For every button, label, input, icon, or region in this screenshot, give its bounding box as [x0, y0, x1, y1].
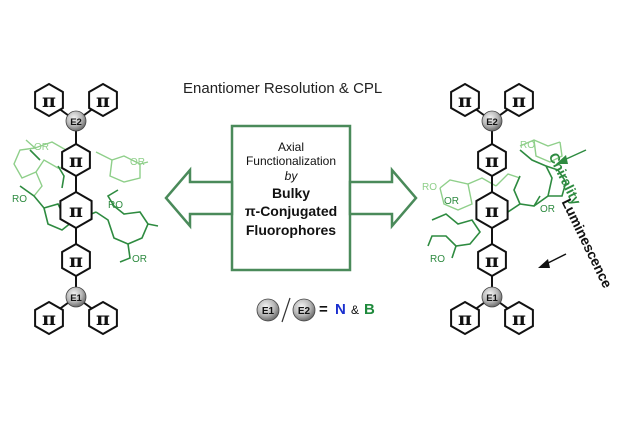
legend-e2-atom: [292, 298, 316, 322]
right-ro-2: RO: [422, 182, 437, 193]
right-pi-bottom-right: π: [504, 300, 534, 336]
right-pi-core: π: [475, 190, 509, 230]
pi-label: π: [485, 150, 499, 172]
right-pi-top-right: π: [504, 82, 534, 118]
legend-amp: &: [351, 303, 360, 317]
element-legend: E1 E2 = N & B: [256, 296, 396, 324]
pi-label: π: [512, 308, 526, 330]
legend-e1-atom: [256, 298, 280, 322]
pi-label: π: [512, 90, 526, 112]
left-pi-bottom-left: π: [34, 300, 64, 336]
left-pi-top-right: π: [88, 82, 118, 118]
left-e2-atom: E2: [65, 110, 87, 132]
right-pi-top-left: π: [450, 82, 480, 118]
left-or-1: OR: [34, 142, 49, 153]
left-ro-1: RO: [12, 194, 27, 205]
right-e1-atom: E1: [481, 286, 503, 308]
center-line-fluorophores: Fluorophores: [245, 222, 337, 238]
pi-label: π: [42, 90, 56, 112]
center-line-functionalization: Functionalization: [245, 154, 337, 168]
center-box-frame: [230, 124, 352, 272]
right-or-1: OR: [444, 196, 459, 207]
legend-b: B: [364, 301, 375, 318]
pi-label: π: [485, 250, 499, 272]
svg-text:E2: E2: [486, 117, 498, 128]
pi-label: π: [485, 200, 499, 222]
page-title: Enantiomer Resolution & CPL: [183, 80, 383, 97]
left-pi-top-left: π: [34, 82, 64, 118]
center-line-pi-conjugated: π-Conjugated: [244, 203, 338, 219]
luminescence-arrow: [545, 253, 567, 265]
pi-label: π: [96, 90, 110, 112]
right-pi-upper: π: [477, 142, 507, 178]
pi-label: π: [458, 308, 472, 330]
legend-atoms: E1 E2: [256, 297, 316, 323]
chirality-arrow: [563, 149, 587, 161]
right-pi-lower: π: [477, 242, 507, 278]
legend-n: N: [335, 301, 346, 318]
right-ro-1: RO: [520, 140, 535, 151]
left-pi-lower: π: [61, 242, 91, 278]
svg-text:E1: E1: [486, 293, 498, 304]
left-e1-atom: E1: [65, 286, 87, 308]
right-arrow: [348, 166, 418, 230]
center-line-bulky: Bulky: [271, 185, 311, 201]
chirality-arrowhead: [556, 155, 568, 164]
left-or-2: OR: [130, 157, 145, 168]
legend-e1-label: E1: [262, 306, 275, 317]
left-or-3: OR: [132, 254, 147, 265]
legend-slash: [281, 297, 291, 323]
pi-label: π: [69, 150, 83, 172]
pi-label: π: [42, 308, 56, 330]
svg-text:E2: E2: [70, 117, 82, 128]
pi-label: π: [69, 200, 83, 222]
right-pi-bottom-left: π: [450, 300, 480, 336]
pi-label: π: [69, 250, 83, 272]
pi-label: π: [458, 90, 472, 112]
left-arrow: [164, 166, 234, 230]
left-pi-upper: π: [61, 142, 91, 178]
left-ro-2: RO: [108, 200, 123, 211]
left-green-network: [13, 139, 149, 197]
legend-e2-label: E2: [298, 306, 311, 317]
center-line-by: by: [284, 169, 298, 183]
right-ro-3: RO: [430, 254, 445, 265]
pi-label: π: [96, 308, 110, 330]
right-dark-green-network: [427, 149, 567, 259]
center-line-axial: Axial: [277, 140, 304, 154]
right-e2-atom: E2: [481, 110, 503, 132]
left-pi-core: π: [59, 190, 93, 230]
legend-equals: =: [319, 301, 328, 318]
left-pi-bottom-right: π: [88, 300, 118, 336]
right-or-2: OR: [540, 204, 555, 215]
luminescence-arrowhead: [538, 259, 550, 268]
svg-text:E1: E1: [70, 293, 82, 304]
center-box-text: Axial Functionalization by Bulky π-Conju…: [232, 126, 350, 270]
right-green-network: [439, 139, 563, 211]
